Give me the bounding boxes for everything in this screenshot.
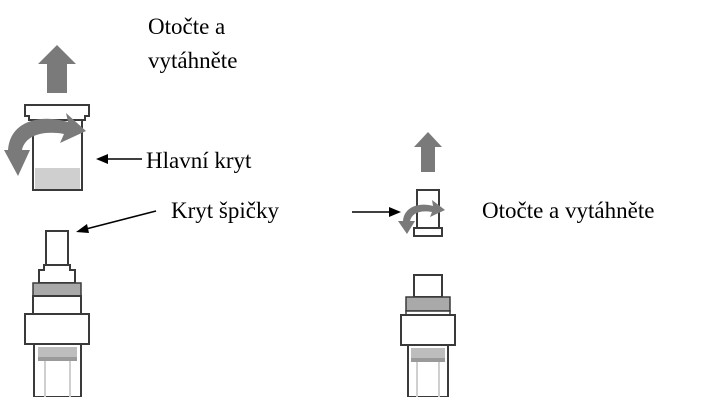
- step2-instruction: Otočte a vytáhněte: [482, 198, 655, 223]
- tip-cap-right: [413, 189, 443, 237]
- main-cap: [24, 104, 90, 191]
- rotate-arrow-icon-left: [4, 113, 86, 176]
- pointer-arrow-icon-tip-cap-left: [76, 210, 157, 233]
- pen-body-left: [24, 282, 90, 398]
- tip-cap-left: [38, 230, 76, 284]
- pen-body-right: [400, 274, 456, 398]
- step1-instruction-line1: Otočte a: [148, 14, 226, 39]
- step1-instruction-line2: vytáhněte: [148, 48, 238, 73]
- rotate-arrow-icon-right: [398, 200, 445, 234]
- tip-cap-label: Kryt špičky: [171, 198, 279, 223]
- up-arrow-icon-right: [414, 132, 442, 172]
- main-cap-label: Hlavní kryt: [146, 148, 252, 173]
- pointer-arrow-icon-main-cap: [96, 154, 142, 164]
- pointer-arrow-icon-tip-cap-right: [352, 207, 401, 217]
- up-arrow-icon-left: [38, 45, 76, 93]
